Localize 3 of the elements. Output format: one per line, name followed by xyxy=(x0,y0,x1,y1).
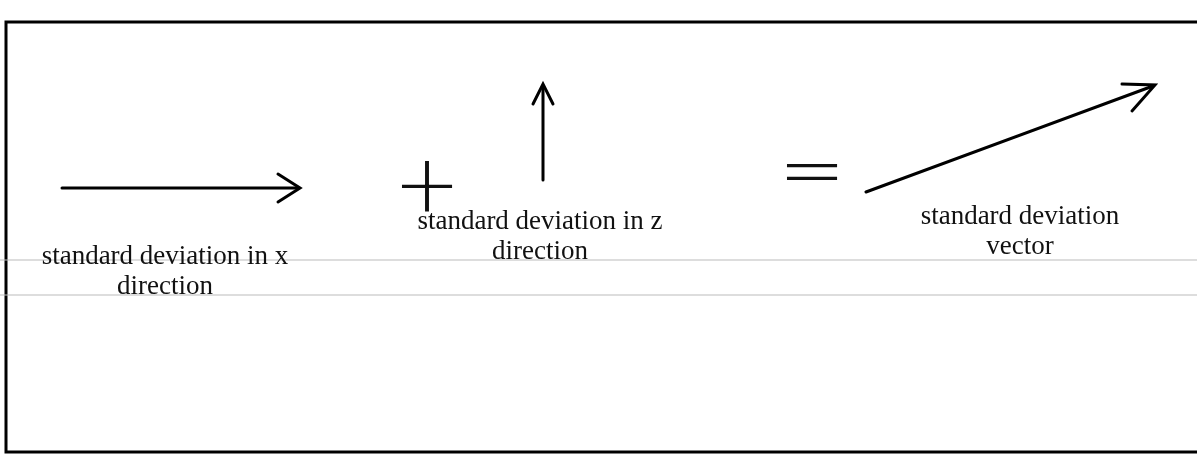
equals-sign: = xyxy=(777,130,847,210)
caption: standard deviation vector xyxy=(919,200,1121,260)
caption: standard deviation in x direction xyxy=(40,240,290,300)
